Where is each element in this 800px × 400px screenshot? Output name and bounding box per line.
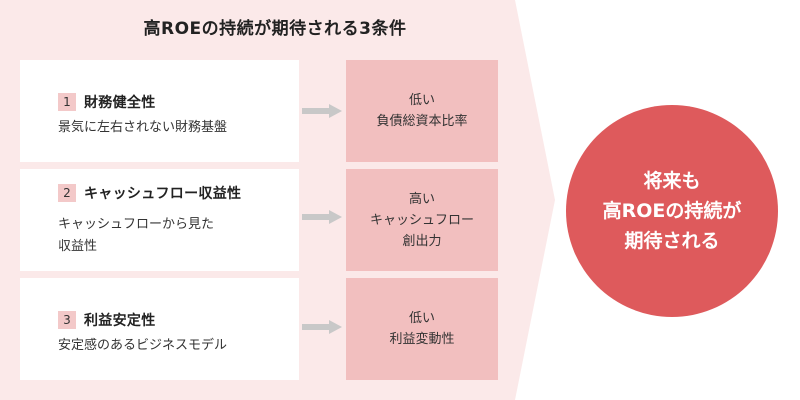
right-arrow-icon [302, 210, 342, 224]
result-line: 利益変動性 [389, 332, 455, 347]
result-line: キャッシュフロー [369, 212, 474, 228]
result-line: 低い [408, 93, 435, 108]
result-line: 負債総資本比率 [376, 114, 468, 129]
condition-description-line: 景気に左右されない財務基盤 [58, 120, 228, 135]
condition-header: 3 利益安定性 [58, 310, 156, 330]
result-box-3: 低い 利益変動性 [346, 278, 498, 380]
condition-number-badge: 3 [58, 311, 76, 329]
condition-number-badge: 2 [58, 184, 76, 202]
outcome-line: 将来も [643, 170, 701, 192]
outcome-line: 高ROEの持続が [602, 200, 742, 222]
condition-card-2: 2 キャッシュフロー収益性 キャッシュフローから見た 収益性 [20, 169, 299, 271]
condition-title: 財務健全性 [84, 95, 156, 111]
outcome-line: 期待される [624, 230, 720, 252]
condition-card-3: 3 利益安定性 安定感のあるビジネスモデル [20, 278, 299, 380]
condition-description-line: キャッシュフローから見た [58, 217, 215, 232]
right-arrow-icon [302, 320, 342, 334]
right-arrow-icon [302, 104, 342, 118]
condition-description: 安定感のあるビジネスモデル [58, 335, 227, 357]
condition-description-line: 収益性 [58, 239, 98, 254]
result-box-2: 高い キャッシュフロー 創出力 [346, 169, 498, 271]
condition-card-1: 1 財務健全性 景気に左右されない財務基盤 [20, 60, 299, 162]
diagram-title: 高ROEの持続が期待される3条件 [143, 19, 407, 39]
result-line: 低い [408, 311, 435, 326]
condition-number-badge: 1 [58, 93, 76, 111]
condition-description: 景気に左右されない財務基盤 [58, 117, 227, 139]
condition-title: キャッシュフロー収益性 [84, 186, 242, 202]
result-box-1: 低い 負債総資本比率 [346, 60, 498, 162]
condition-description-line: 安定感のあるビジネスモデル [58, 338, 228, 353]
result-line: 高い [408, 191, 435, 207]
condition-title: 利益安定性 [84, 313, 156, 329]
outcome-circle: 将来も 高ROEの持続が 期待される [566, 105, 778, 317]
condition-description: キャッシュフローから見た 収益性 [58, 214, 214, 258]
condition-header: 1 財務健全性 [58, 92, 156, 112]
result-line: 創出力 [402, 233, 442, 249]
condition-header: 2 キャッシュフロー収益性 [58, 183, 241, 203]
